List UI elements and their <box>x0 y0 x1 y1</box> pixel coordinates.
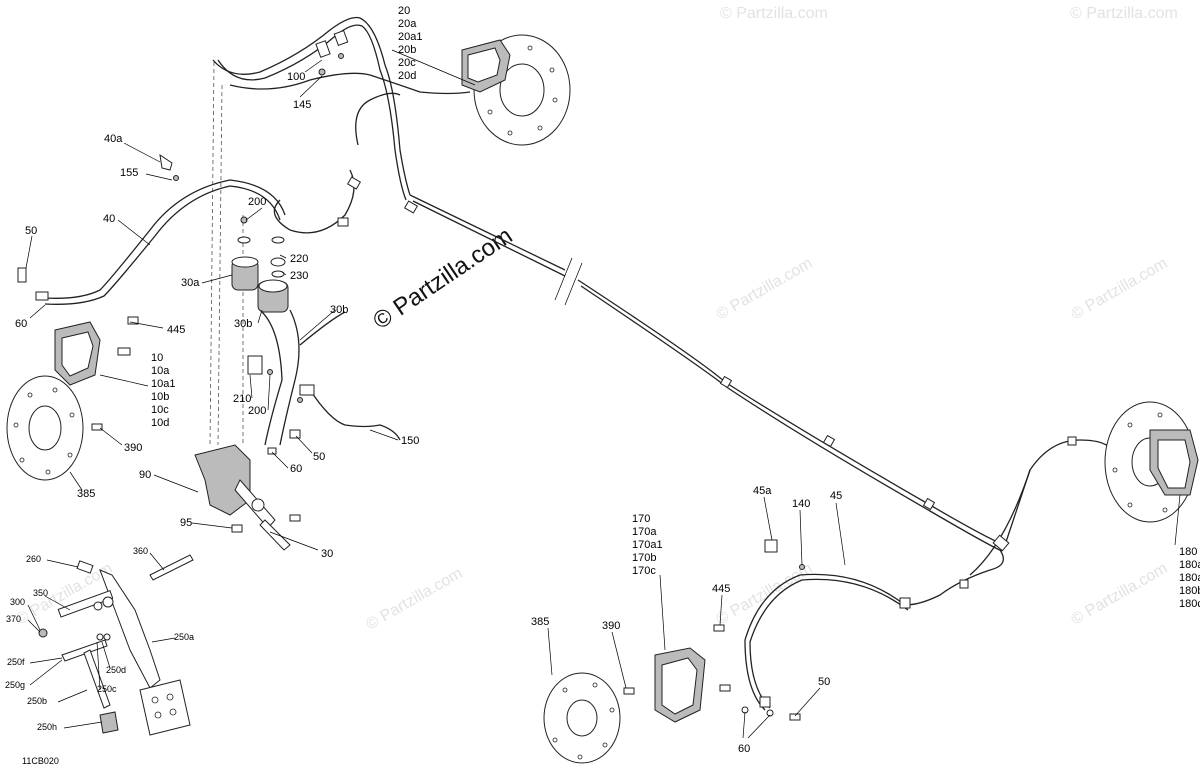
callout-210: 210 <box>233 393 251 405</box>
callout-145: 145 <box>293 99 311 111</box>
diagram-code: 11CB020 <box>22 756 59 766</box>
callout-250h: 250h <box>37 722 57 732</box>
callout-20: 20 <box>398 5 410 17</box>
front-right-brake-assembly <box>212 16 571 234</box>
callout-250c: 250c <box>97 684 117 694</box>
callout-20a1: 20a1 <box>398 31 422 43</box>
callout-95: 95 <box>180 517 192 529</box>
callout-390-right: 390 <box>602 620 620 632</box>
callout-labels: 20 20a 20a1 20b 20c 20d 100 145 40a 155 … <box>5 5 1200 766</box>
callout-260: 260 <box>26 554 41 564</box>
callout-45: 45 <box>830 490 842 502</box>
callout-45a: 45a <box>753 485 772 497</box>
callout-170: 170 <box>632 513 650 525</box>
watermark: © Partzilla.com <box>714 255 816 324</box>
callout-30b-left: 30b <box>234 318 252 330</box>
callout-180c: 180c <box>1179 598 1200 610</box>
callout-385-right: 385 <box>531 616 549 628</box>
callout-230: 230 <box>290 270 308 282</box>
callout-20a: 20a <box>398 18 417 30</box>
callout-170a1: 170a1 <box>632 539 663 551</box>
callout-370: 370 <box>6 614 21 624</box>
callout-20b: 20b <box>398 44 416 56</box>
alignment-lines <box>209 61 244 446</box>
callout-170c: 170c <box>632 565 656 577</box>
callout-10c: 10c <box>151 404 169 416</box>
callout-40: 40 <box>103 213 115 225</box>
watermark: © Partzilla.com <box>720 5 828 22</box>
watermark-main: © Partzilla.com <box>368 222 517 335</box>
brake-pedal-assembly <box>38 554 194 736</box>
watermark: © Partzilla.com <box>1069 255 1171 324</box>
callout-50-top: 50 <box>25 225 37 237</box>
callout-40a: 40a <box>104 133 123 145</box>
callout-180b: 180b <box>1179 585 1200 597</box>
rear-right-brake-assembly <box>1104 401 1199 523</box>
rear-brake-line <box>409 194 1116 606</box>
watermark: © Partzilla.com <box>1069 560 1171 629</box>
callout-60-right: 60 <box>738 743 750 755</box>
callout-100: 100 <box>287 71 305 83</box>
callout-10: 10 <box>151 352 163 364</box>
callout-250d: 250d <box>106 665 126 675</box>
callout-250f: 250f <box>7 657 25 667</box>
callout-10a: 10a <box>151 365 170 377</box>
callout-390-left: 390 <box>124 442 142 454</box>
callout-20c: 20c <box>398 57 416 69</box>
callout-10a1: 10a1 <box>151 378 175 390</box>
callout-300: 300 <box>10 597 25 607</box>
callout-180a1: 180a1 <box>1179 572 1200 584</box>
brake-pedal-pad <box>139 679 191 736</box>
callout-150: 150 <box>401 435 419 447</box>
callout-155: 155 <box>120 167 138 179</box>
watermark: © Partzilla.com <box>364 565 466 634</box>
master-cylinder <box>194 444 251 516</box>
callout-10d: 10d <box>151 417 169 429</box>
callout-180a: 180a <box>1179 559 1200 571</box>
callout-50-right: 50 <box>818 676 830 688</box>
callout-140: 140 <box>792 498 810 510</box>
callout-60-left: 60 <box>15 318 27 330</box>
callout-30b-right: 30b <box>330 304 348 316</box>
front-left-brake-assembly <box>6 153 346 481</box>
callout-50-mid: 50 <box>313 451 325 463</box>
callout-445-left: 445 <box>167 324 185 336</box>
callout-30: 30 <box>321 548 333 560</box>
master-cylinder-assembly <box>194 355 401 551</box>
callout-250a: 250a <box>174 632 194 642</box>
callout-30a: 30a <box>181 277 200 289</box>
callout-250b: 250b <box>27 696 47 706</box>
callout-200-top: 200 <box>248 196 266 208</box>
callout-90: 90 <box>139 469 151 481</box>
callout-20d: 20d <box>398 70 416 82</box>
callout-360: 360 <box>133 546 148 556</box>
callout-220: 220 <box>290 253 308 265</box>
leader-lines <box>25 49 1181 739</box>
callout-170b: 170b <box>632 552 656 564</box>
callout-200-mid: 200 <box>248 405 266 417</box>
watermark: © Partzilla.com <box>1070 5 1178 22</box>
callout-180: 180 <box>1179 546 1197 558</box>
callout-170a: 170a <box>632 526 657 538</box>
callout-250g: 250g <box>5 680 25 690</box>
callout-445-right: 445 <box>712 583 730 595</box>
callout-10b: 10b <box>151 391 169 403</box>
rear-left-brake-assembly <box>543 539 911 764</box>
callout-350: 350 <box>33 588 48 598</box>
callout-60-mid: 60 <box>290 463 302 475</box>
callout-385-left: 385 <box>77 488 95 500</box>
